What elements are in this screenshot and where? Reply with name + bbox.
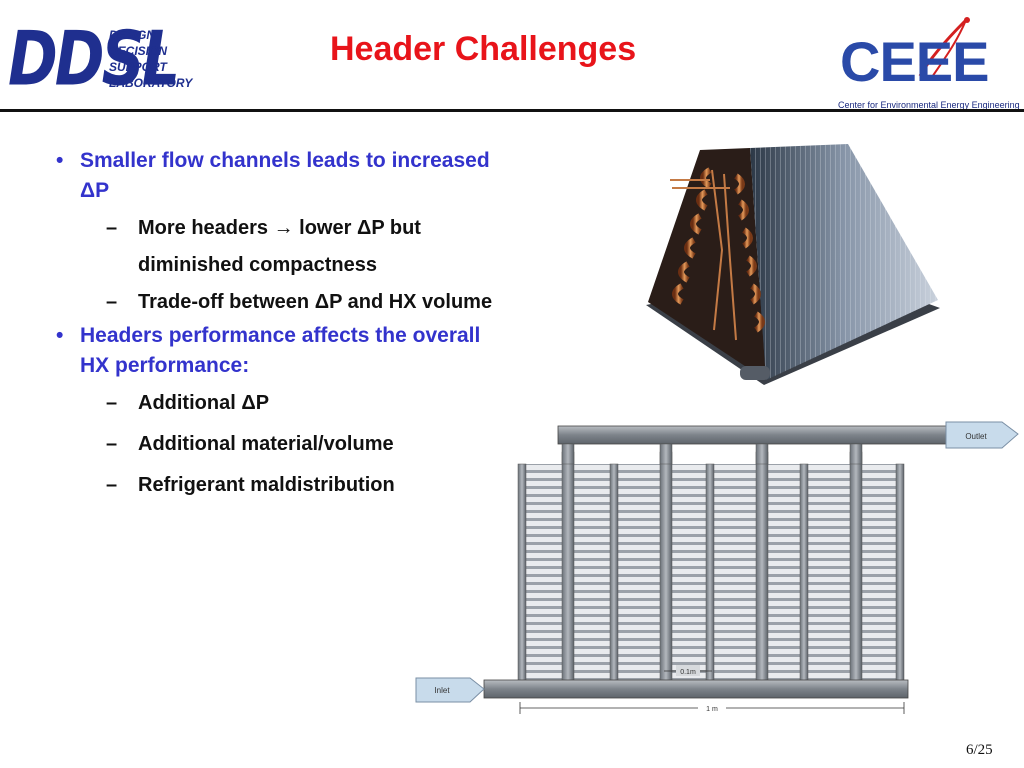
ddsl-logo: DDSL DESIGN DECISION SUPPORT LABORATORY	[8, 15, 192, 110]
sub-bullet-1-1: –More headers → lower ΔP but diminished …	[52, 210, 512, 284]
bullet-1-text: Smaller flow channels leads to increased…	[80, 149, 490, 202]
sub-bullet-2-2: –Additional material/volume	[52, 426, 512, 463]
page-number: 6/25	[966, 742, 993, 758]
sub-bullet-1-2-text: Trade-off between ΔP and HX volume	[138, 291, 493, 313]
bullet-2: • Headers performance affects the overall…	[52, 321, 512, 381]
bullet-dot-icon: •	[56, 324, 64, 347]
header-divider	[0, 109, 1024, 112]
inlet-arrow-icon	[415, 677, 485, 703]
ddsl-logo-mark: DDSL	[8, 15, 180, 104]
ddsl-line-1: DESIGN	[109, 28, 156, 42]
bullet-dot-icon: •	[56, 149, 64, 172]
dash-icon: –	[106, 291, 118, 313]
ceee-logo-word: CEEE	[840, 30, 989, 93]
sub-bullet-1-1-text: More headers → lower ΔP but diminished c…	[138, 217, 421, 276]
bullet-2-text: Headers performance affects the overall …	[80, 324, 481, 377]
dash-icon: –	[106, 433, 118, 455]
outlet-header	[557, 425, 947, 445]
ddsl-logo-text: DESIGN DECISION SUPPORT LABORATORY	[109, 27, 192, 91]
sub-bullet-1-2: –Trade-off between ΔP and HX volume	[52, 284, 512, 321]
spacing-dimension-label: 0.1m	[680, 669, 696, 676]
dash-icon: –	[106, 392, 118, 414]
outlet-label: Outlet	[965, 432, 987, 441]
width-dimension-label: 1 m	[706, 706, 718, 713]
inlet-header	[483, 679, 909, 699]
ceee-swoosh-icon	[918, 17, 970, 81]
outlet-arrow-icon	[945, 421, 1019, 449]
a-coil-heat-exchanger-photo	[646, 144, 940, 385]
ddsl-line-2: DECISION	[109, 44, 168, 58]
multi-header-heat-exchanger-diagram: Outlet Inlet 0.1m 1 m	[415, 421, 1019, 714]
dash-icon: –	[106, 474, 118, 496]
ddsl-line-4: LABORATORY	[109, 76, 193, 90]
sub-bullet-2-3: –Refrigerant maldistribution	[52, 467, 512, 504]
ceee-logo-subtitle: Center for Environmental Energy Engineer…	[838, 100, 1020, 110]
sub-bullet-2-3-text: Refrigerant maldistribution	[138, 474, 395, 496]
bullet-list: • Smaller flow channels leads to increase…	[52, 146, 512, 504]
sub-bullet-2-1: –Additional ΔP	[52, 385, 512, 422]
slide-title: Header Challenges	[330, 30, 637, 68]
bullet-1: • Smaller flow channels leads to increase…	[52, 146, 512, 206]
dash-icon: –	[106, 217, 118, 239]
inlet-label: Inlet	[434, 686, 450, 695]
sub-bullet-2-2-text: Additional material/volume	[138, 433, 394, 455]
ddsl-line-3: SUPPORT	[109, 60, 167, 74]
ceee-logo: CEEE Center for Environmental Energy Eng…	[832, 14, 1020, 112]
sub-bullet-2-1-text: Additional ΔP	[138, 392, 270, 414]
